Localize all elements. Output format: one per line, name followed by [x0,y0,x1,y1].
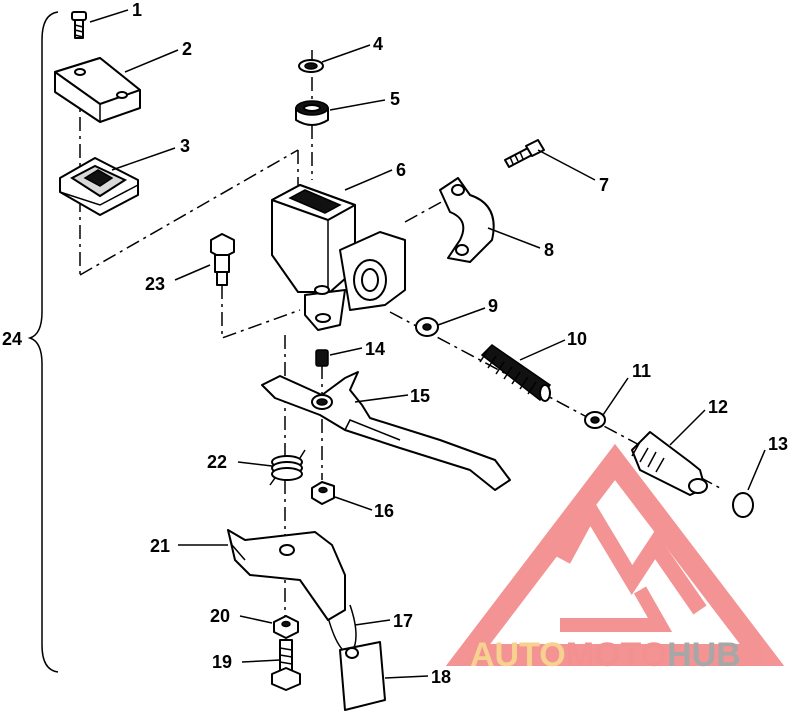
callout-13: 13 [768,434,788,454]
callout-labels: 1 2 3 4 5 6 7 8 9 10 11 12 13 14 15 16 1… [2,0,788,687]
leader-lines [89,9,766,679]
callout-15: 15 [410,386,430,406]
part-2-reservoir-cover [54,57,141,123]
part-19-bolt [271,639,301,691]
part-11-washer [584,411,606,429]
callout-16: 16 [374,501,394,521]
assembly-brace [27,11,59,673]
callout-4: 4 [373,34,383,54]
callout-9: 9 [488,296,498,316]
callout-12: 12 [708,397,728,417]
callout-8: 8 [544,240,554,260]
watermark-logo: AUTOMOTOHUB [445,443,785,674]
callout-23: 23 [145,274,165,294]
callout-24: 24 [2,329,22,349]
part-1-screw [71,11,87,39]
part-23-pivot-bolt [210,233,235,286]
part-9-washer [415,317,439,337]
watermark-text-auto: AUTO [470,636,566,674]
part-5-cup [295,100,329,126]
callout-21: 21 [150,536,170,556]
part-15-brake-lever [261,371,511,491]
part-6-master-cylinder [271,184,406,331]
callout-14: 14 [365,339,385,359]
part-21-bracket [227,529,346,621]
callout-18: 18 [431,667,451,687]
part-14-bushing [315,349,329,367]
part-12-piston [631,431,708,496]
part-8-clamp [439,177,495,263]
callout-2: 2 [182,39,192,59]
callout-6: 6 [396,160,406,180]
part-3-diaphragm [59,157,139,216]
part-22-torsion-spring [269,449,306,486]
callout-5: 5 [390,89,400,109]
part-10-spring [479,344,552,402]
part-20-nut [273,615,299,639]
part-4-seal-ring [298,59,324,73]
callout-3: 3 [180,136,190,156]
callout-11: 11 [632,361,651,381]
callout-7: 7 [599,175,609,195]
part-7-screw [504,139,545,168]
watermark-text-moto: MOTO [566,636,667,674]
callout-10: 10 [567,329,587,349]
watermark-text-hub: HUB [667,636,741,674]
part-18-switch-plate [339,641,386,711]
alignment-lines [79,50,721,620]
callout-20: 20 [210,606,230,626]
callout-19: 19 [212,652,232,672]
callout-22: 22 [207,452,227,472]
svg-text:AUTOMOTOHUB: AUTOMOTOHUB [470,636,741,674]
part-16-nut [311,481,335,505]
callout-1: 1 [132,0,142,20]
watermark-triangle-icon [445,443,785,666]
part-13-o-ring [732,492,754,518]
callout-17: 17 [393,611,413,631]
